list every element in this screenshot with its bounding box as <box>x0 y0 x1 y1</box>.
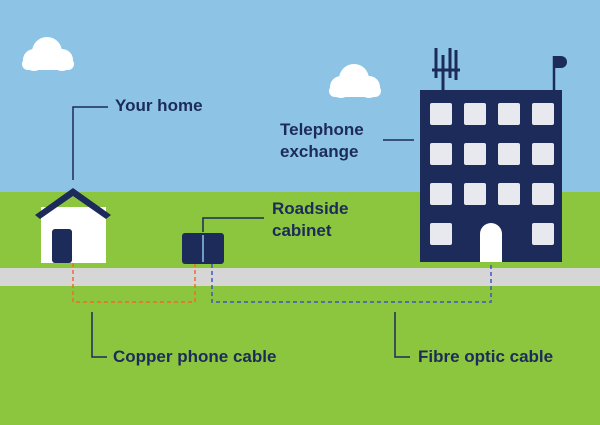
label-your-home: Your home <box>115 96 203 115</box>
label-roadside-cabinet-line2: cabinet <box>272 221 332 240</box>
label-telephone-exchange-line1: Telephone <box>280 120 364 139</box>
fibre-cable <box>211 262 492 303</box>
label-roadside-cabinet-line1: Roadside <box>272 199 349 218</box>
antenna-icon <box>432 48 460 90</box>
leader-home <box>72 106 108 180</box>
roadside-cabinet <box>182 233 224 264</box>
road <box>0 268 600 286</box>
leader-lines <box>72 106 414 358</box>
cloud-right <box>329 64 381 98</box>
leader-fibre <box>394 312 410 358</box>
label-fibre-optic-cable: Fibre optic cable <box>418 347 554 366</box>
leader-copper <box>91 312 107 358</box>
building-door <box>480 223 502 262</box>
house-door <box>52 229 72 263</box>
telephone-exchange-building <box>420 48 567 262</box>
building-windows <box>430 103 554 245</box>
house <box>35 188 111 263</box>
cloud-left <box>22 37 74 71</box>
label-copper-phone-cable: Copper phone cable <box>113 347 277 366</box>
label-telephone-exchange-line2: exchange <box>280 142 359 161</box>
leader-cabinet <box>202 217 264 232</box>
copper-cable <box>72 263 196 303</box>
flag-icon <box>552 56 567 90</box>
